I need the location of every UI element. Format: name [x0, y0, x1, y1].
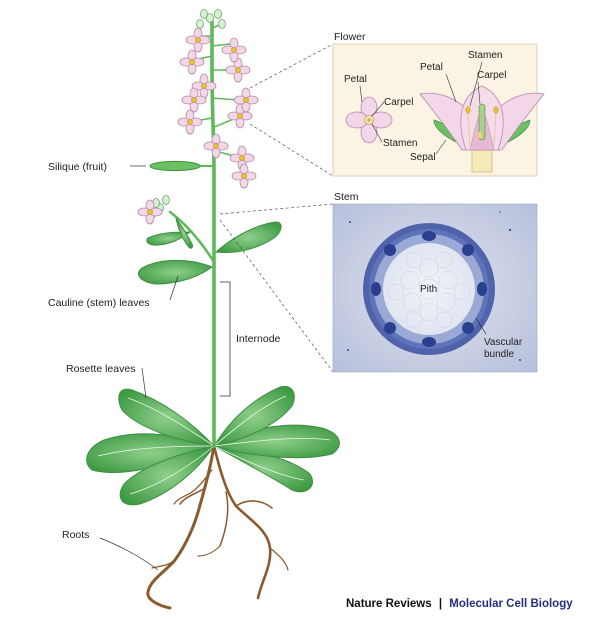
- label-petal-left: Petal: [344, 74, 367, 85]
- rosette-leaves: [86, 386, 340, 506]
- cauline-leaves: [138, 217, 282, 285]
- label-roots: Roots: [62, 529, 89, 541]
- label-cauline-leaves: Cauline (stem) leaves: [48, 297, 150, 309]
- journal-footer: Nature Reviews | Molecular Cell Biology: [346, 598, 573, 610]
- internode-bracket: [220, 281, 231, 397]
- flower-top-leaders: [359, 85, 385, 143]
- label-silique: Silique (fruit): [48, 161, 107, 173]
- label-petal-right: Petal: [420, 62, 443, 73]
- label-vascular-line2: bundle: [484, 349, 514, 360]
- flower-section-view: [419, 85, 545, 173]
- main-stem: [168, 20, 216, 448]
- roots: [146, 444, 289, 610]
- zoom-guides: [219, 43, 334, 373]
- label-internode: Internode: [236, 333, 281, 345]
- label-stamen-right: Stamen: [468, 50, 502, 61]
- vascular-leader: [475, 317, 487, 335]
- silique: [149, 160, 213, 172]
- label-carpel-left: Carpel: [384, 97, 413, 108]
- flower-section-leaders: [435, 61, 483, 155]
- label-pith: Pith: [420, 284, 437, 295]
- svg-text:Nature Reviews | M: Nature Reviews | Molecular Cell Biology: [346, 598, 573, 610]
- label-vascular-line1: Vascular: [484, 337, 523, 348]
- footer-section: Molecular Cell Biology: [449, 598, 573, 610]
- lateral-inflorescence: [137, 195, 170, 225]
- label-rosette-leaves: Rosette leaves: [66, 363, 135, 375]
- leader-lines: [99, 165, 179, 571]
- stem-inset: Stem: [332, 191, 538, 373]
- footer-separator: |: [439, 598, 442, 610]
- flower-inset: Flower Petal Carpel Stamen: [332, 31, 545, 177]
- flower-inset-title: Flower: [334, 31, 366, 43]
- stem-cross-section: [363, 223, 495, 355]
- label-carpel-right: Carpel: [477, 70, 506, 81]
- label-stamen-left: Stamen: [383, 138, 417, 149]
- flower-top-view: [345, 96, 393, 144]
- stem-inset-title: Stem: [334, 191, 359, 203]
- footer-journal: Nature Reviews: [346, 598, 432, 610]
- micrograph-specks: [347, 211, 521, 361]
- label-sepal: Sepal: [410, 152, 436, 163]
